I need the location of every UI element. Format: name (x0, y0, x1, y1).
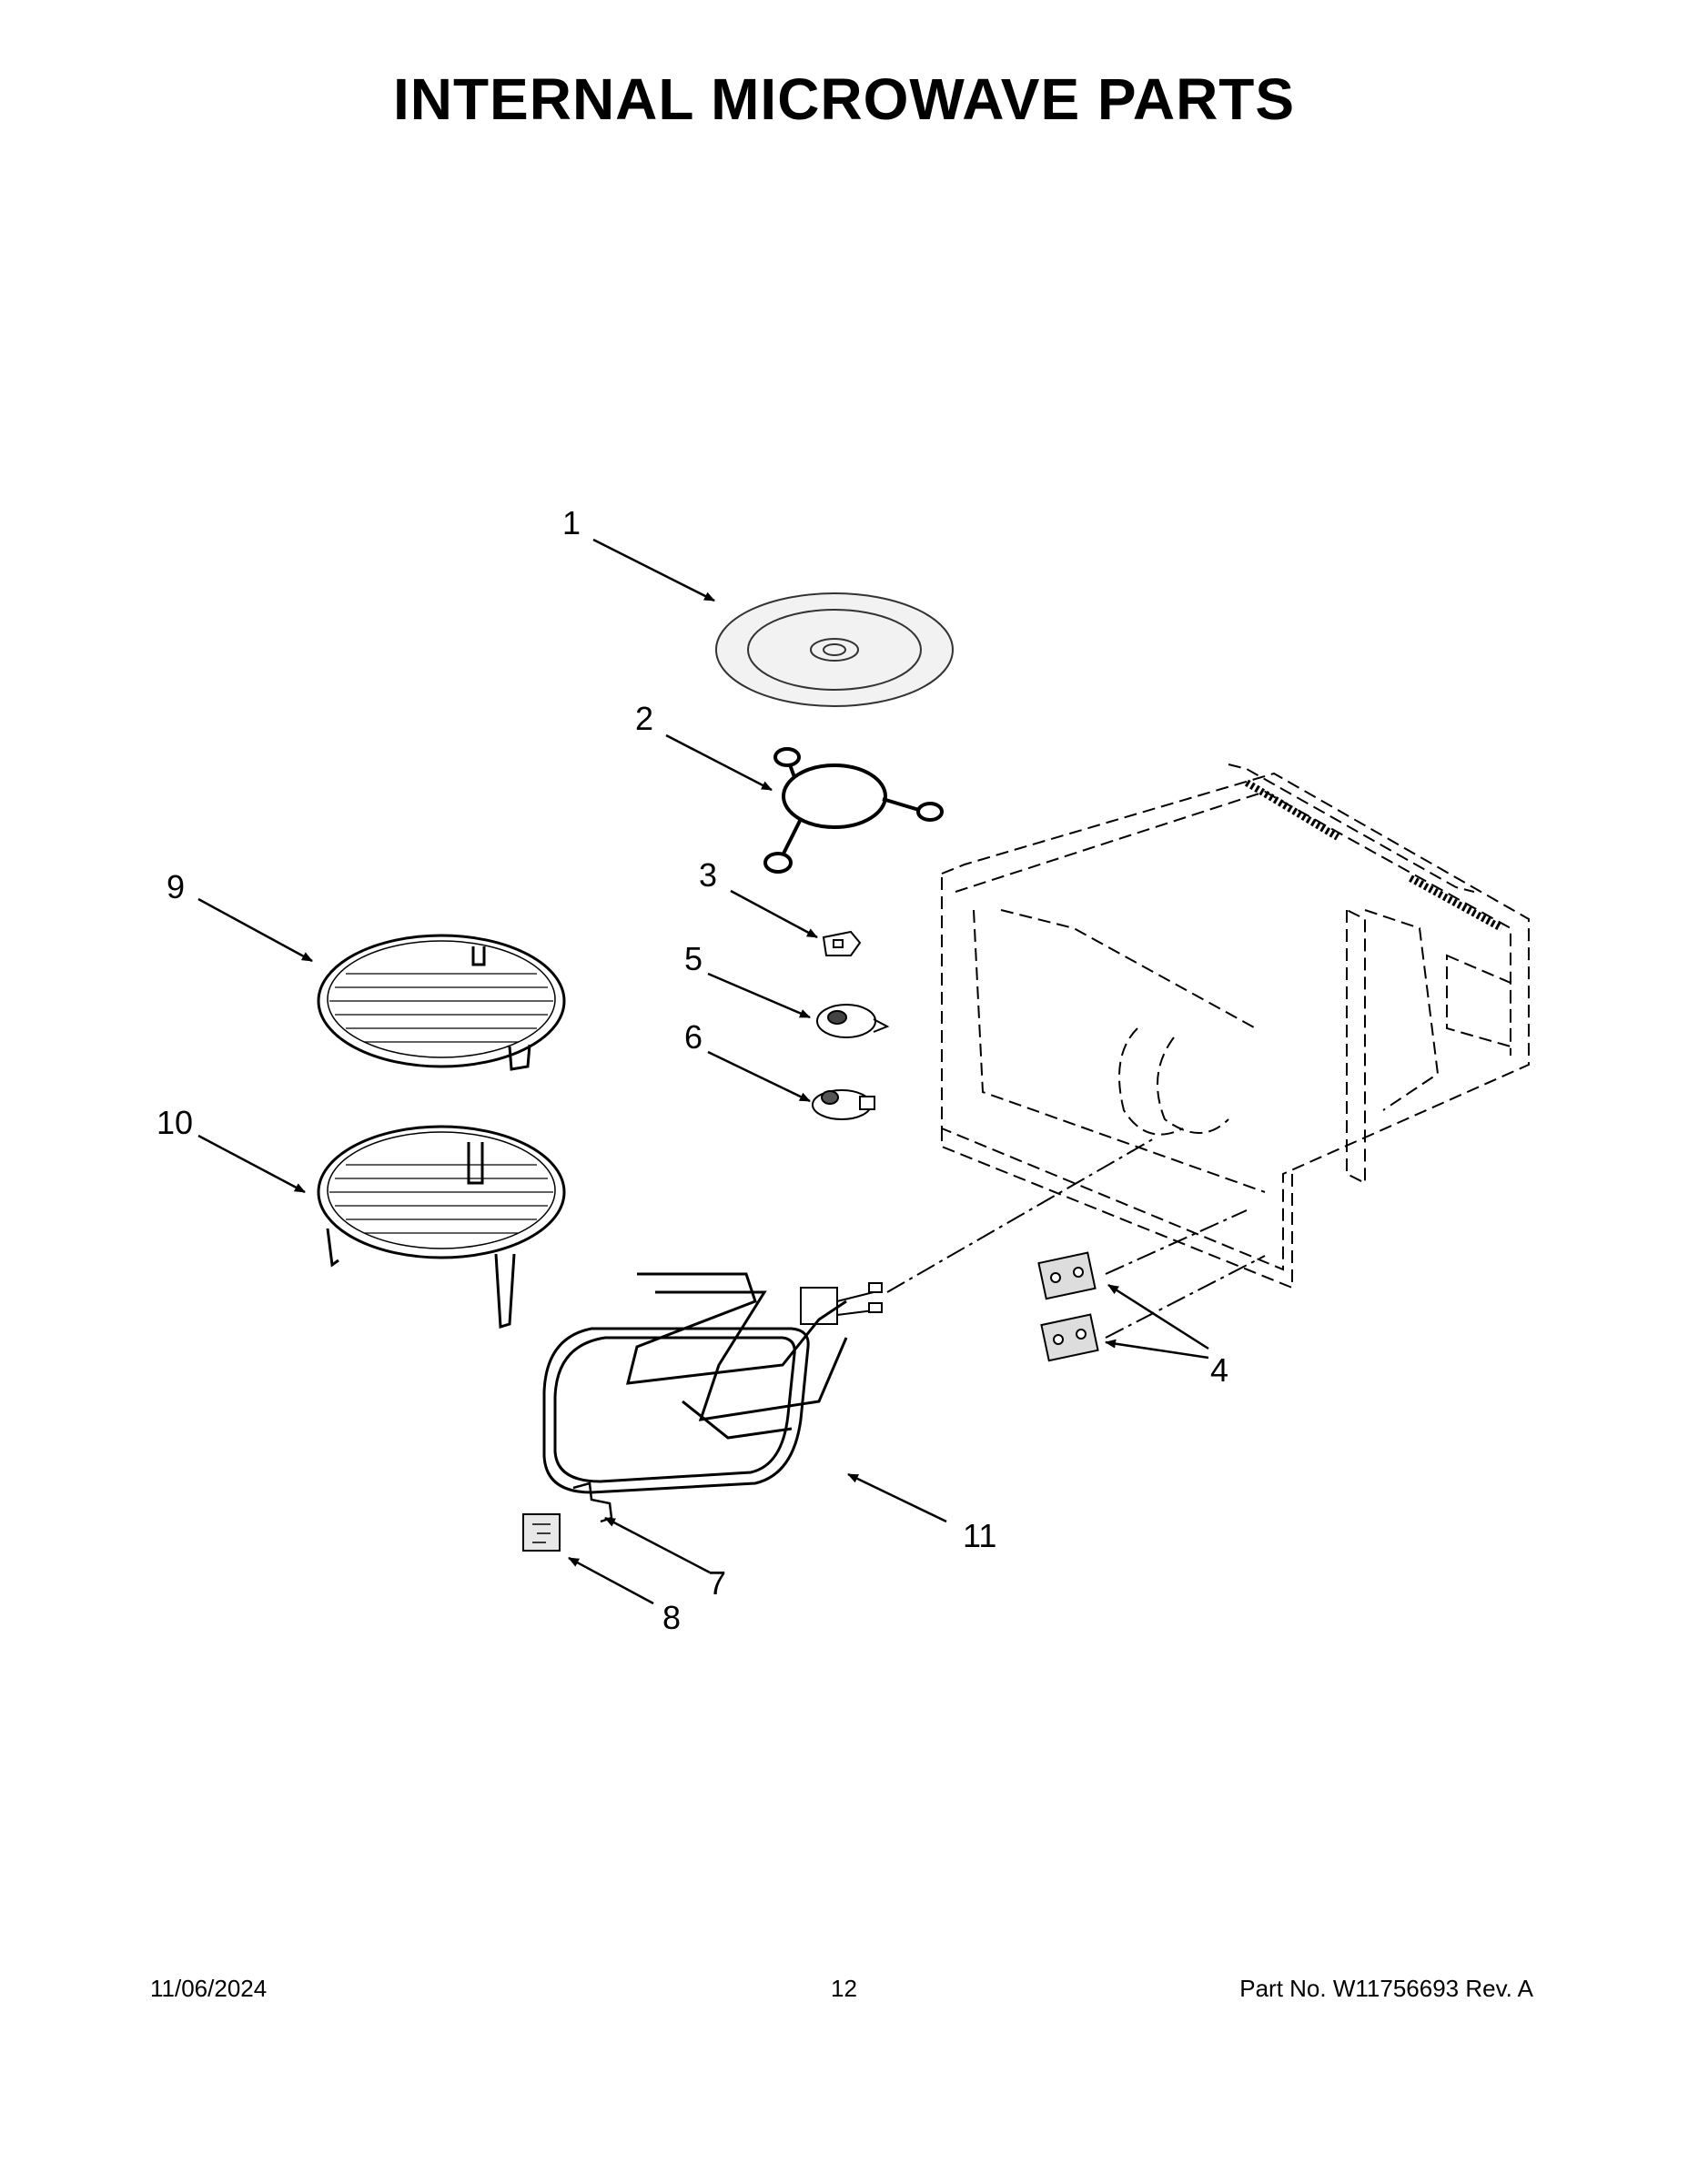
wire-rack-upper-part (317, 934, 566, 1071)
heating-element-part (542, 1272, 883, 1494)
callout-11: 11 (963, 1517, 996, 1554)
turntable-motor-part (816, 1004, 890, 1038)
callout-1: 1 (562, 504, 581, 541)
leader-arrows (197, 538, 1209, 1605)
callout-9: 9 (167, 868, 185, 905)
turntable-tray-part (715, 592, 954, 707)
page-title: INTERNAL MICROWAVE PARTS (392, 66, 1296, 132)
switch-part (822, 930, 862, 956)
callout-2: 2 (635, 700, 653, 737)
footer-date: 11/06/2024 (150, 1975, 268, 2002)
callout-7: 7 (708, 1564, 726, 1602)
label-part (522, 1513, 561, 1552)
bracket-part (572, 1481, 613, 1523)
callout-3: 3 (699, 856, 717, 894)
callout-5: 5 (684, 940, 702, 977)
spacer-plates-part (1037, 1251, 1099, 1362)
wire-rack-lower-part (317, 1125, 566, 1329)
footer-page-number: 12 (831, 1975, 857, 2002)
roller-support-part (763, 747, 944, 874)
footer-part-number: Part No. W11756693 Rev. A (1239, 1975, 1533, 2002)
callout-4: 4 (1210, 1351, 1228, 1389)
cavity-vent-grilles (1244, 779, 1503, 932)
callout-10: 10 (157, 1104, 193, 1141)
assembly-lines (886, 1137, 1266, 1339)
microwave-cavity (941, 763, 1530, 1289)
callout-8: 8 (662, 1599, 681, 1636)
callout-6: 6 (684, 1018, 702, 1056)
motor-part (812, 1089, 875, 1120)
